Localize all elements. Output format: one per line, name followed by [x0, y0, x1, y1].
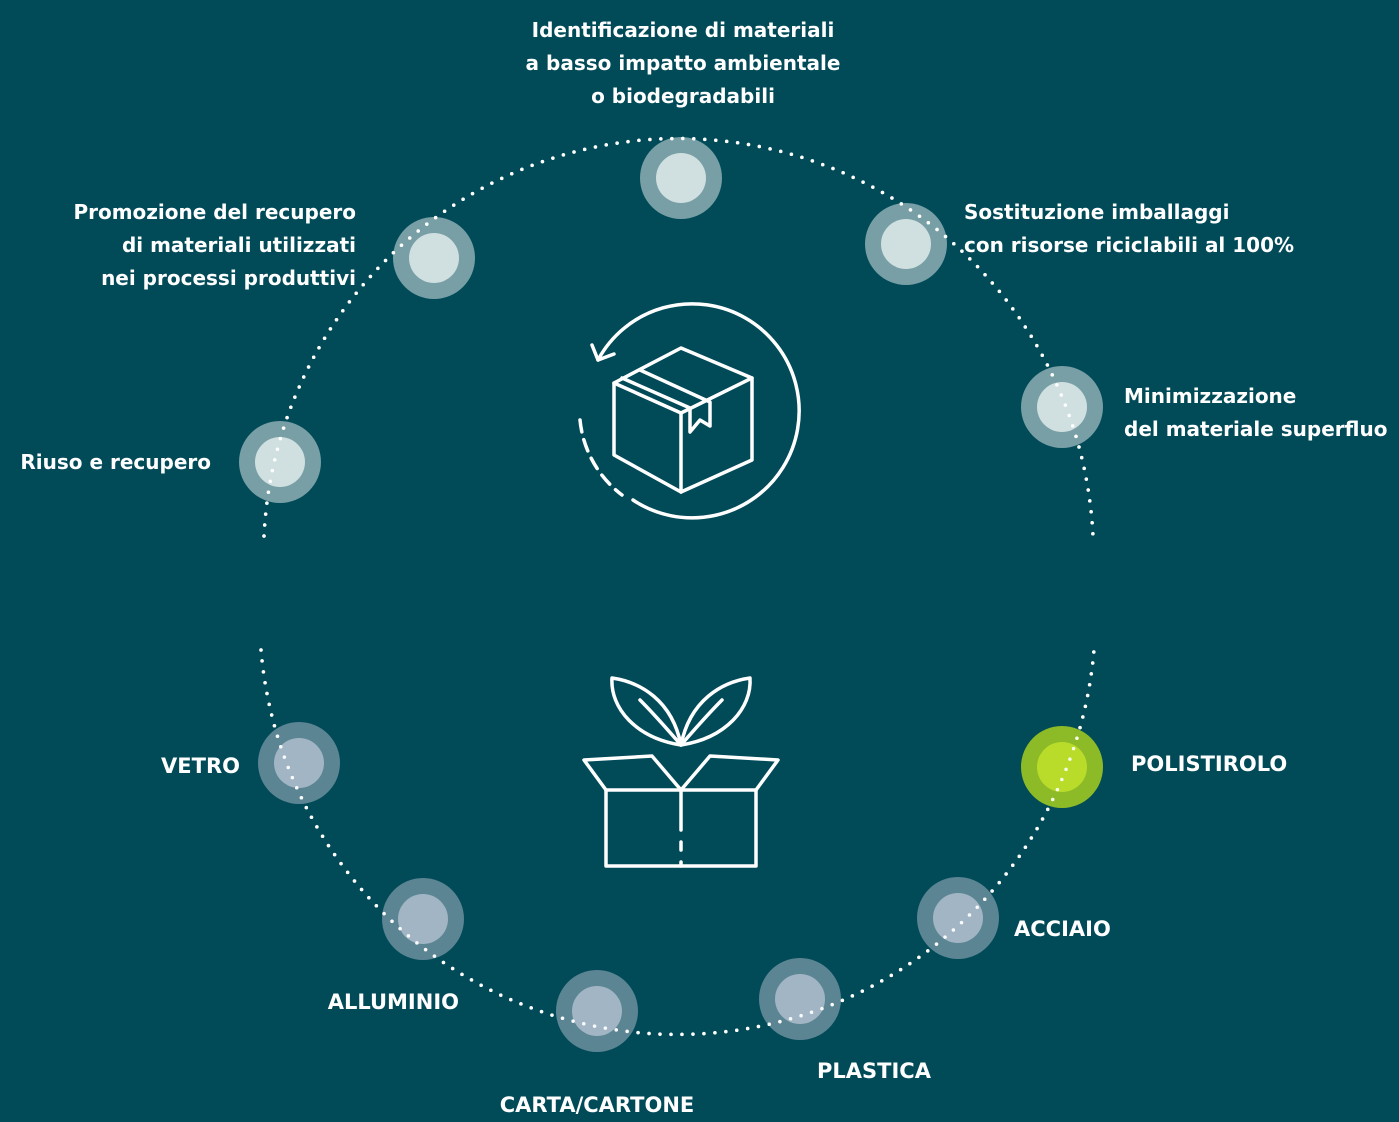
label-acciaio: ACCIAIO [1014, 917, 1111, 941]
label-carta: CARTA/CARTONE [499, 1093, 695, 1117]
node-plastica[interactable] [759, 958, 841, 1040]
label-left: Riuso e recupero [20, 450, 211, 474]
node-vetro[interactable] [258, 722, 340, 804]
node-top-left[interactable] [393, 217, 475, 299]
label-top-left: Promozione del recupero di materiali uti… [73, 200, 356, 290]
dotted-circle-overlay [259, 136, 1096, 1037]
node-right[interactable] [1021, 366, 1103, 448]
recycling-box-icon [578, 302, 801, 520]
node-left[interactable] [239, 421, 321, 503]
label-right: Minimizzazione del materiale superfluo [1124, 384, 1388, 441]
label-plastica: PLASTICA [817, 1059, 931, 1083]
lower-arc [259, 648, 1096, 1037]
label-polistirolo: POLISTIROLO [1131, 752, 1288, 776]
node-polistirolo[interactable] [1021, 726, 1103, 808]
node-carta[interactable] [556, 970, 638, 1052]
node-acciaio[interactable] [917, 877, 999, 959]
node-alluminio[interactable] [382, 878, 464, 960]
label-top-right: Sostituzione imballaggi con risorse rici… [964, 200, 1295, 257]
node-top[interactable] [640, 137, 722, 219]
eco-packaging-icon [582, 676, 780, 868]
label-vetro: VETRO [161, 754, 240, 778]
node-top-right[interactable] [865, 203, 947, 285]
label-alluminio: ALLUMINIO [327, 990, 459, 1014]
label-top: Identificazione di materiali a basso imp… [525, 18, 841, 108]
